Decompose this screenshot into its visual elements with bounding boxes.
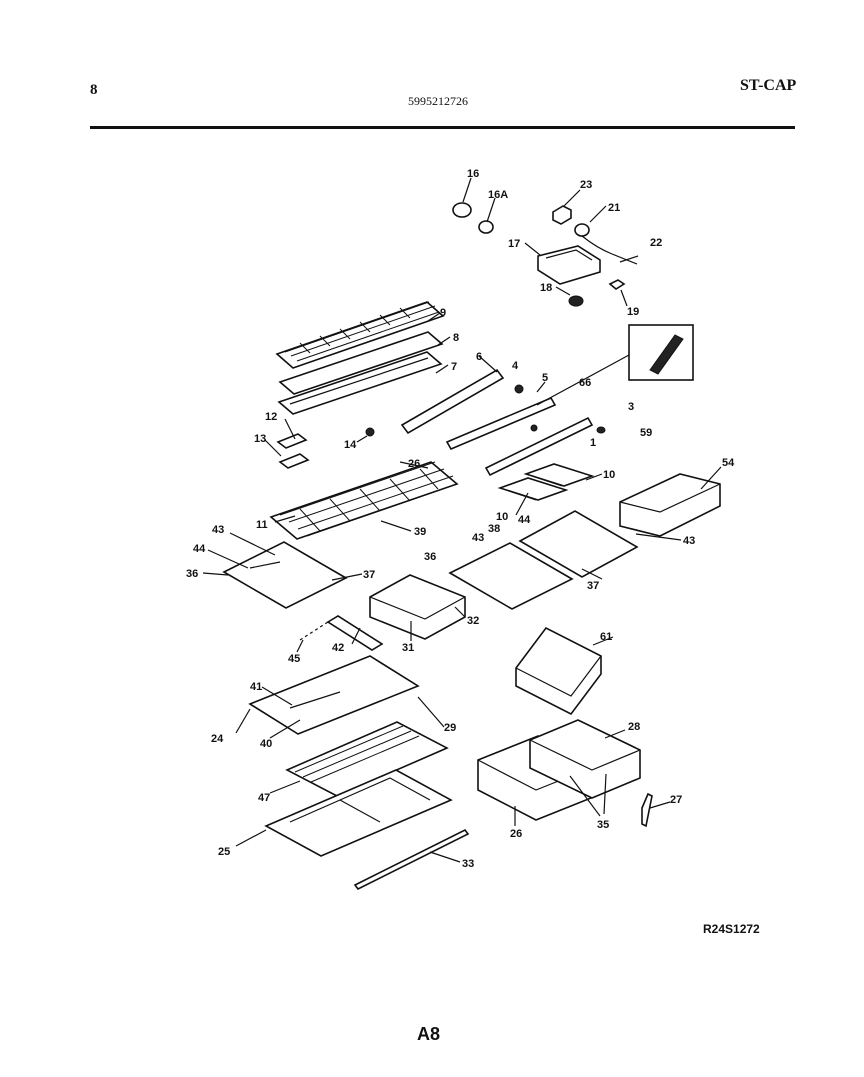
callout-41: 41 [250, 681, 262, 693]
callout-35: 35 [597, 819, 609, 831]
callout-43-mid: 43 [472, 532, 484, 544]
callout-16: 16 [467, 168, 479, 180]
callout-31: 31 [402, 642, 414, 654]
shelf-clips [276, 433, 310, 469]
callout-19: 19 [627, 306, 639, 318]
callout-labels: 16 16A 23 21 22 17 18 19 9 8 7 6 4 5 66 … [186, 168, 735, 870]
callout-27: 27 [670, 794, 682, 806]
model-number: 5995212726 [408, 94, 468, 108]
callout-13: 13 [254, 433, 266, 445]
callout-9: 9 [440, 307, 446, 319]
callout-14: 14 [344, 439, 357, 451]
callout-12: 12 [265, 411, 277, 423]
callout-38: 38 [488, 523, 500, 535]
callout-4: 4 [512, 360, 519, 372]
callout-23: 23 [580, 179, 592, 191]
reference-code: R24S1272 [703, 922, 760, 936]
callout-1: 1 [590, 437, 596, 449]
slide-rail [299, 615, 384, 651]
callout-66: 66 [579, 377, 591, 389]
callout-24: 24 [211, 733, 224, 745]
callout-10-upper: 10 [603, 469, 615, 481]
dairy-bin [619, 473, 721, 537]
callout-26-drawer: 26 [510, 828, 522, 840]
callout-8: 8 [453, 332, 459, 344]
page-number: A8 [417, 1024, 441, 1044]
callout-10-lower: 10 [496, 511, 508, 523]
callout-28: 28 [628, 721, 640, 733]
callout-18: 18 [540, 282, 552, 294]
callout-36-left: 36 [186, 568, 198, 580]
callout-21: 21 [608, 202, 620, 214]
callout-16a: 16A [488, 189, 508, 201]
light-socket-assembly [452, 202, 639, 307]
callout-59: 59 [640, 427, 652, 439]
callout-25: 25 [218, 846, 230, 858]
callout-43-left: 43 [212, 524, 224, 536]
callout-39: 39 [414, 526, 426, 538]
crisper-shelf [248, 655, 420, 735]
callout-45: 45 [288, 653, 300, 665]
callout-37-right: 37 [587, 580, 599, 592]
callout-33: 33 [462, 858, 474, 870]
wire-shelf [269, 461, 459, 540]
callout-40: 40 [260, 738, 272, 750]
glass-shelves [222, 510, 639, 640]
callout-43-right: 43 [683, 535, 695, 547]
callout-61: 61 [600, 631, 612, 643]
callout-36-mid: 36 [424, 551, 436, 563]
page-marker: 8 [90, 82, 98, 98]
callout-22: 22 [650, 237, 662, 249]
callout-37-left: 37 [363, 569, 375, 581]
callout-17: 17 [508, 238, 520, 250]
callout-42: 42 [332, 642, 344, 654]
callout-26-shelf: 26 [408, 458, 420, 470]
leader-lines [202, 177, 722, 863]
callout-54: 54 [722, 457, 735, 469]
header-rule [90, 126, 795, 129]
callout-7: 7 [451, 361, 457, 373]
detail-inset [536, 324, 694, 406]
shelf-rails [365, 368, 606, 477]
callout-5: 5 [542, 372, 548, 384]
crisper-frame [264, 721, 470, 891]
egg-trays [497, 463, 595, 501]
callout-11: 11 [256, 519, 268, 531]
callout-29: 29 [444, 722, 456, 734]
callout-32: 32 [467, 615, 479, 627]
drawer-glide [515, 626, 602, 716]
callout-44-right: 44 [518, 514, 531, 526]
section-code: ST-CAP [740, 77, 797, 94]
crisper-cover-assembly [275, 301, 445, 415]
callout-6: 6 [476, 351, 482, 363]
callout-3: 3 [628, 401, 634, 413]
callout-47: 47 [258, 792, 270, 804]
crisper-drawers [477, 719, 653, 828]
callout-44-left: 44 [193, 543, 206, 555]
